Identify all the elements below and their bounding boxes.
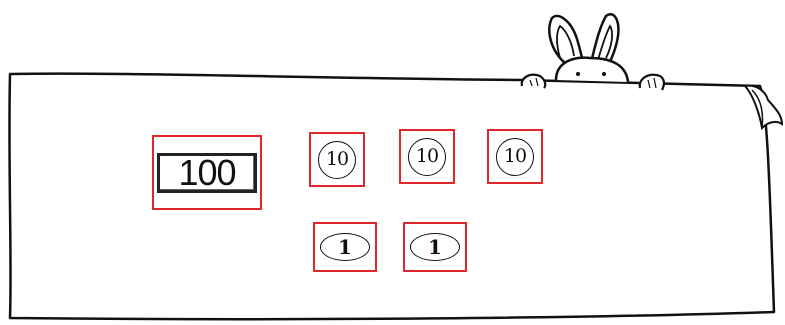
- banner-outline: [9, 74, 774, 320]
- ten-coin: 10: [318, 141, 356, 179]
- one-coin-highlight: 1: [403, 222, 467, 272]
- one-coin: 1: [410, 233, 460, 261]
- ten-coin-value: 10: [416, 147, 438, 166]
- hundred-block-highlight: 100: [152, 135, 262, 210]
- ten-coin: 10: [496, 138, 534, 176]
- one-coin-value: 1: [428, 237, 442, 257]
- ten-coin-value: 10: [504, 147, 526, 166]
- ten-coin-value: 10: [326, 150, 348, 169]
- ten-coin-highlight: 10: [487, 129, 543, 184]
- one-coin: 1: [320, 233, 370, 261]
- bunny-peeking-icon: [522, 14, 664, 90]
- one-coin-highlight: 1: [313, 222, 377, 272]
- one-coin-value: 1: [338, 237, 352, 257]
- ten-coin-highlight: 10: [309, 132, 365, 187]
- hundred-block: 100: [157, 153, 257, 193]
- hundred-value: 100: [178, 155, 235, 191]
- ten-coin: 10: [408, 138, 446, 176]
- ten-coin-highlight: 10: [399, 129, 455, 184]
